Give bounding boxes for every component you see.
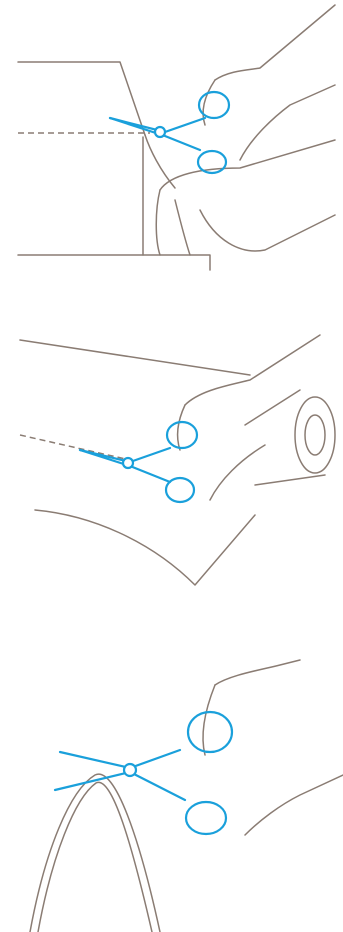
scissors-icon (110, 92, 229, 173)
cut-line-dashed (20, 435, 130, 460)
illustration-cut-cord (0, 640, 343, 932)
box-base-line (18, 255, 210, 270)
illustration-cut-box-edge (0, 0, 343, 300)
scissor-pivot (123, 458, 133, 468)
paper-fold-2 (175, 200, 190, 255)
scissor-handle-top (167, 422, 197, 448)
scissor-pivot (124, 764, 136, 776)
scissor-handle-bottom (166, 478, 194, 502)
hand-bottom (245, 775, 343, 835)
scissors-icon (80, 422, 197, 502)
scissor-handle-top (188, 712, 232, 752)
scissor-blade-top (60, 750, 180, 768)
hand-bottom (210, 445, 265, 500)
hand-lower-bottom (200, 210, 335, 251)
roll-top-line (245, 390, 300, 425)
hand-upper-bottom (240, 85, 335, 160)
roll-inner (305, 415, 325, 455)
hand-wrist (185, 335, 320, 405)
scissor-pivot (155, 127, 165, 137)
tape-upper-edge (20, 340, 250, 375)
roll-bottom-line (255, 475, 325, 485)
cord-outer (30, 774, 160, 932)
scissors-icon (55, 712, 232, 834)
finger-1 (178, 405, 185, 450)
hand-wrist (215, 660, 300, 685)
scissor-handle-bottom (186, 802, 226, 834)
paper-fold (156, 190, 160, 255)
finger-1 (203, 685, 215, 755)
hand-upper-wrist (215, 5, 335, 80)
tape-lower-edge (35, 510, 255, 585)
cord-inner (38, 782, 152, 932)
illustration-cut-tape-roll (0, 310, 343, 610)
roll-outer (295, 397, 335, 473)
